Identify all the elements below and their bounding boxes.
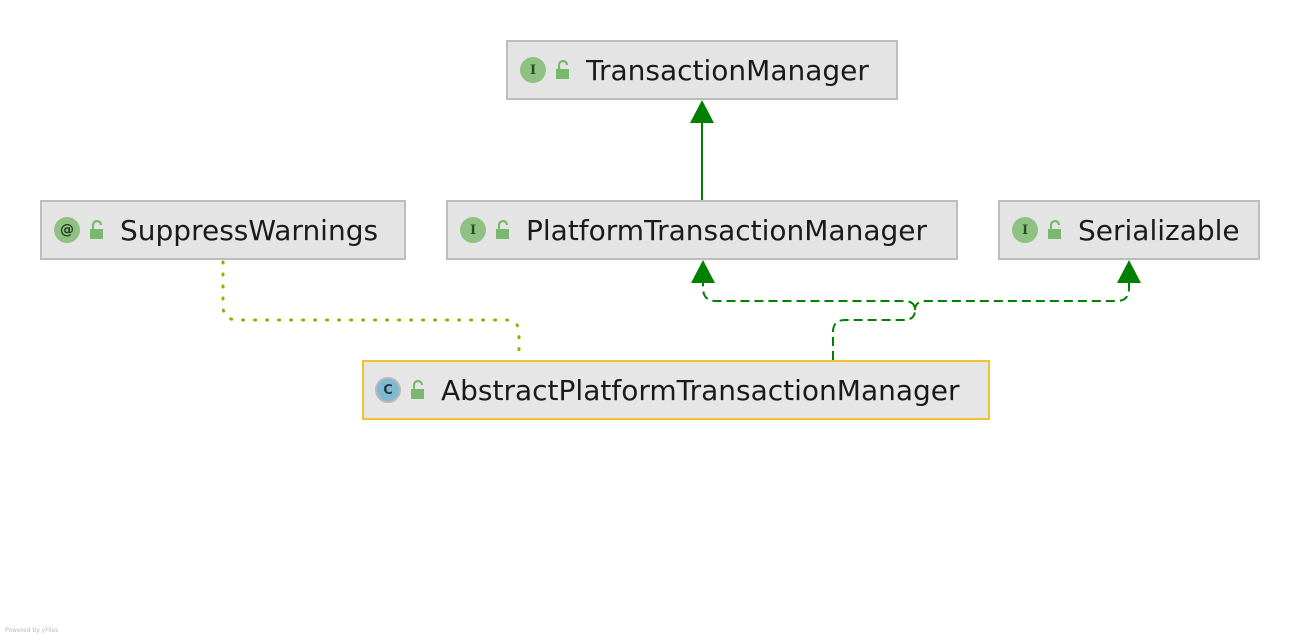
node-transaction-manager[interactable]: I TransactionManager — [506, 40, 898, 100]
class-icon: C — [375, 377, 401, 403]
unlock-icon — [496, 220, 509, 239]
annotation-edge — [221, 260, 521, 354]
node-suppress-warnings[interactable]: @ SuppressWarnings — [40, 200, 406, 260]
node-serializable[interactable]: I Serializable — [998, 200, 1260, 260]
node-label: TransactionManager — [586, 53, 869, 87]
unlock-icon — [1048, 220, 1061, 239]
implements-edge-serializable — [914, 279, 1130, 311]
arrowhead — [1117, 260, 1141, 283]
interface-icon: I — [460, 217, 486, 243]
node-platform-transaction-manager[interactable]: I PlatformTransactionManager — [446, 200, 958, 260]
interface-icon: I — [520, 57, 546, 83]
unlock-icon — [411, 380, 424, 399]
interface-icon: I — [1012, 217, 1038, 243]
annotation-icon: @ — [54, 217, 80, 243]
implements-edge-platform — [702, 279, 917, 360]
node-label: PlatformTransactionManager — [526, 213, 927, 247]
unlock-icon — [90, 220, 103, 239]
arrowhead — [691, 260, 715, 283]
node-abstract-platform-transaction-manager[interactable]: C AbstractPlatformTransactionManager — [362, 360, 990, 420]
node-label: SuppressWarnings — [120, 213, 379, 247]
arrowhead — [690, 100, 714, 123]
powered-by-credit: Powered by yFiles — [5, 627, 59, 634]
node-label: Serializable — [1078, 213, 1240, 247]
unlock-icon — [556, 60, 569, 79]
node-label: AbstractPlatformTransactionManager — [441, 373, 960, 407]
